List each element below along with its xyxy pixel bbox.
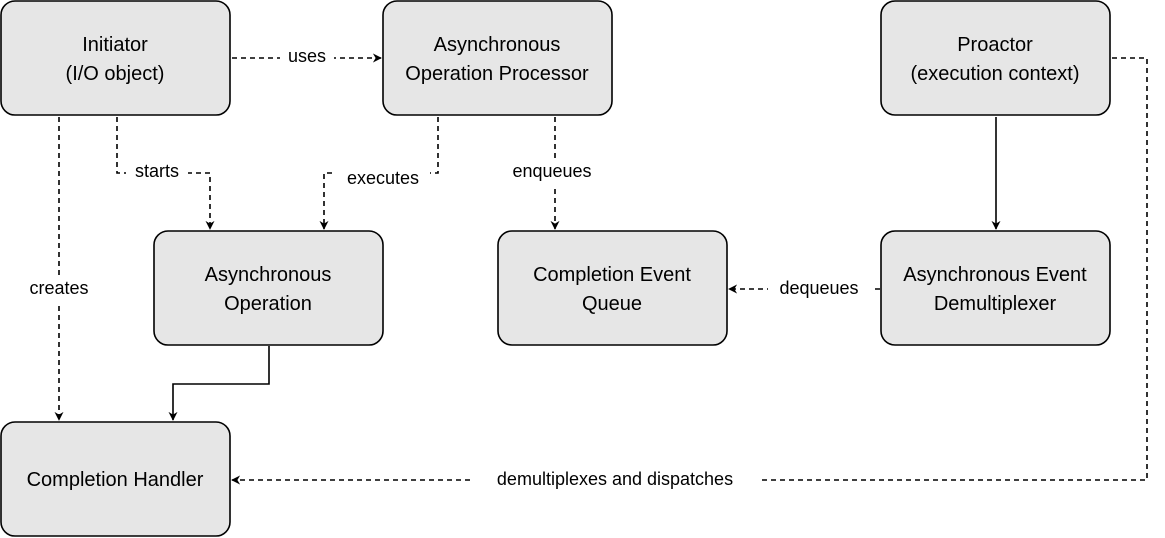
edge-label-creates: creates bbox=[29, 278, 88, 298]
event-demultiplexer-line1: Asynchronous Event bbox=[903, 264, 1087, 286]
edge-label-enqueues: enqueues bbox=[512, 161, 591, 181]
edge-creates: creates bbox=[20, 117, 98, 421]
edge-label-uses: uses bbox=[288, 46, 326, 66]
completion-event-queue-line2: Queue bbox=[582, 293, 642, 315]
edge-starts: starts bbox=[116, 117, 215, 230]
edge-operation-handler bbox=[168, 346, 270, 421]
completion-event-queue-line1: Completion Event bbox=[533, 264, 691, 286]
event-demultiplexer-box: Asynchronous Event Demultiplexer bbox=[880, 230, 1111, 346]
edge-uses: uses bbox=[232, 44, 382, 70]
proactor-subtitle: (execution context) bbox=[911, 63, 1080, 85]
event-demultiplexer-line2: Demultiplexer bbox=[934, 293, 1057, 315]
initiator-subtitle: (I/O object) bbox=[66, 63, 165, 85]
asynchronous-operation-line1: Asynchronous bbox=[205, 264, 332, 286]
edge-label-dispatches: demultiplexes and dispatches bbox=[497, 469, 733, 489]
initiator-box: Initiator (I/O object) bbox=[0, 0, 231, 116]
edge-label-dequeues: dequeues bbox=[779, 278, 858, 298]
proactor-box: Proactor (execution context) bbox=[880, 0, 1111, 116]
edge-dispatches: demultiplexes and dispatches bbox=[231, 57, 1148, 493]
edge-dequeues: dequeues bbox=[728, 276, 880, 302]
operation-processor-line1: Asynchronous bbox=[434, 34, 561, 56]
asynchronous-operation-line2: Operation bbox=[224, 293, 312, 315]
completion-handler-box: Completion Handler bbox=[0, 421, 231, 537]
operation-processor-box: Asynchronous Operation Processor bbox=[382, 0, 613, 116]
completion-handler-title: Completion Handler bbox=[27, 469, 204, 491]
edge-enqueues: enqueues bbox=[500, 117, 604, 230]
edge-label-executes: executes bbox=[347, 168, 419, 188]
proactor-title: Proactor bbox=[957, 34, 1033, 56]
edge-label-starts: starts bbox=[135, 161, 179, 181]
edge-executes: executes bbox=[319, 117, 439, 230]
asynchronous-operation-box: Asynchronous Operation bbox=[153, 230, 384, 346]
completion-event-queue-box: Completion Event Queue bbox=[497, 230, 728, 346]
initiator-title: Initiator bbox=[82, 34, 148, 56]
operation-processor-line2: Operation Processor bbox=[405, 63, 589, 85]
